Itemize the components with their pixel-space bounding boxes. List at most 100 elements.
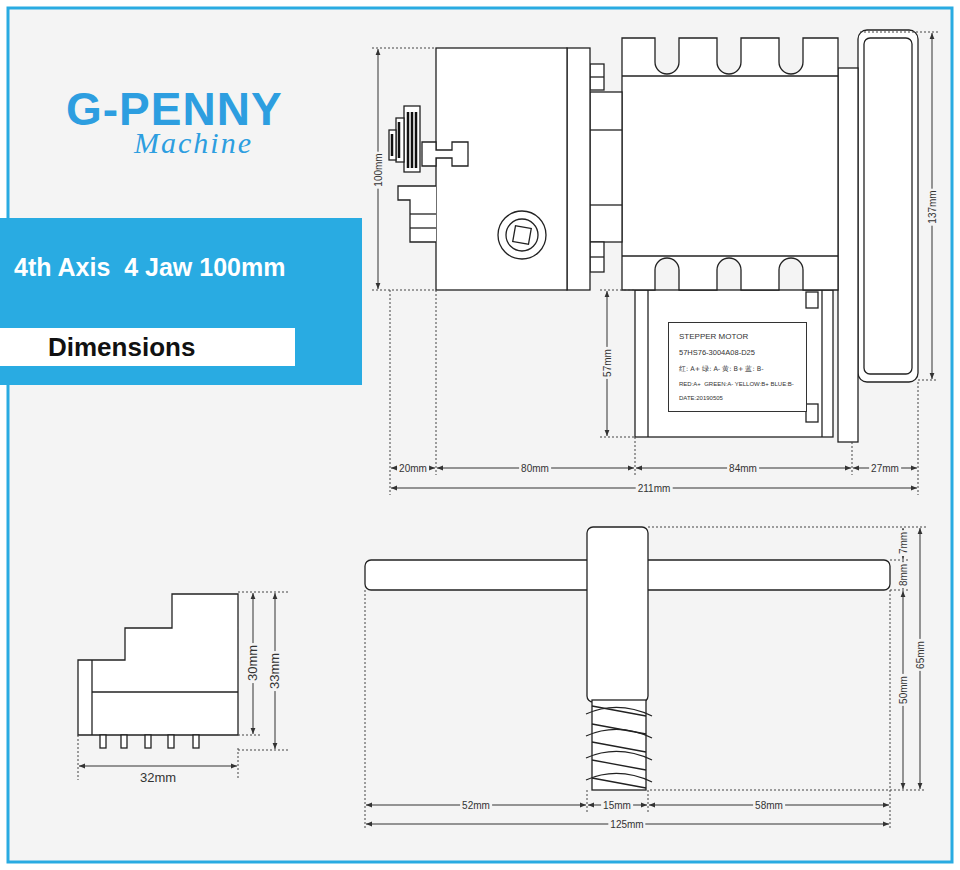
rotary-axis-drawing-part bbox=[513, 226, 532, 245]
extension-lines-part bbox=[890, 560, 910, 561]
rotary-axis-drawing-part bbox=[389, 130, 396, 160]
dimension-label: 100mm bbox=[373, 151, 384, 188]
jaw-grip-lines-part bbox=[411, 112, 414, 168]
rotary-axis-drawing-part bbox=[410, 213, 436, 214]
rotary-axis-drawing-part bbox=[590, 256, 604, 257]
extension-lines-part bbox=[890, 590, 910, 591]
extension-lines-part bbox=[372, 48, 436, 49]
extension-lines-part bbox=[852, 442, 853, 475]
motor-nameplate: STEPPER MOTOR57HS76-3004A08-D25红: A+ 绿: … bbox=[668, 322, 807, 412]
extension-lines-part bbox=[635, 437, 636, 475]
jaw-drawing-part bbox=[78, 594, 238, 735]
jaw-drawing-part bbox=[168, 735, 174, 748]
extension-lines-part bbox=[600, 437, 635, 438]
extension-lines-part bbox=[390, 290, 391, 495]
dimension-label: 27mm bbox=[869, 463, 901, 474]
dimension-label: 20mm bbox=[397, 463, 429, 474]
jaw-grip-lines-part bbox=[391, 134, 394, 156]
dimension-label: 58mm bbox=[753, 800, 785, 811]
rotary-axis-drawing-part bbox=[590, 92, 622, 242]
jaw-drawing-part bbox=[100, 735, 106, 748]
dimension-label: 52mm bbox=[460, 800, 492, 811]
extension-lines-part bbox=[238, 735, 260, 736]
rotary-axis-drawing-part bbox=[647, 290, 648, 437]
chuck-key-drawing-part bbox=[587, 527, 648, 702]
rotary-axis-drawing-part bbox=[436, 48, 567, 290]
logo-subtext: Machine bbox=[134, 126, 253, 159]
page-ground-part bbox=[8, 8, 952, 862]
dimension-label: 211mm bbox=[636, 483, 673, 494]
jaw-drawing bbox=[78, 594, 238, 748]
rotary-axis-drawing-part bbox=[396, 118, 404, 162]
extension-lines-part bbox=[436, 290, 437, 475]
dimension-label: 65mm bbox=[915, 639, 926, 671]
dimension-label: 30mm bbox=[246, 643, 260, 683]
dimension-label: 15mm bbox=[601, 800, 633, 811]
node-text: 57HS76-3004A08-D25 bbox=[679, 344, 798, 361]
rotary-axis-drawing-part bbox=[858, 30, 918, 382]
jaw-grip-lines-part bbox=[398, 122, 401, 158]
rotary-axis-drawing-part bbox=[622, 75, 838, 76]
jaw-grip-lines bbox=[392, 112, 416, 168]
rotary-axis-drawing-part bbox=[838, 68, 858, 442]
extension-lines-part bbox=[890, 590, 891, 830]
node-text: 红: A+ 绿: A- 黄: B+ 蓝: B- bbox=[679, 361, 798, 377]
extension-lines-part bbox=[587, 790, 588, 812]
rotary-axis-drawing-part bbox=[590, 204, 622, 205]
jaw-drawing-part bbox=[121, 735, 127, 748]
jaw-drawing-part bbox=[145, 735, 151, 748]
rotary-axis-drawing-part bbox=[590, 64, 604, 90]
rotary-axis-drawing-part bbox=[498, 211, 546, 259]
jaw-drawing-part bbox=[91, 660, 92, 735]
extension-lines-part bbox=[600, 290, 635, 291]
extension-lines-part bbox=[238, 748, 239, 780]
dimension-label: 50mm bbox=[898, 674, 909, 706]
rotary-axis-drawing-part bbox=[506, 219, 538, 251]
jaw-grip-lines-part bbox=[415, 112, 418, 168]
extension-lines-part bbox=[78, 735, 79, 780]
rotary-axis-drawing-part bbox=[590, 76, 604, 77]
extension-lines-part bbox=[918, 382, 919, 495]
jaw-grip-lines-part bbox=[407, 112, 410, 168]
rotary-axis-drawing-part bbox=[622, 255, 838, 256]
rotary-axis-drawing-part bbox=[821, 290, 822, 437]
node-text: DATE:20190505 bbox=[679, 391, 798, 405]
title-band: 4th Axis 4 Jaw 100mmDimensions bbox=[0, 218, 362, 385]
dimension-label: 125mm bbox=[608, 819, 645, 830]
jaw-drawing-part bbox=[92, 691, 238, 692]
chuck-key-drawing bbox=[365, 527, 890, 790]
extension-lines-part bbox=[860, 32, 938, 33]
dimension-lines-part bbox=[79, 766, 237, 767]
extension-lines-part bbox=[648, 527, 926, 528]
extension-lines-part bbox=[918, 380, 938, 381]
rotary-axis-drawing-part bbox=[806, 292, 818, 308]
node-text: STEPPER MOTOR bbox=[679, 329, 798, 344]
dimension-label: 57mm bbox=[602, 347, 613, 379]
dimension-label: 33mm bbox=[268, 651, 282, 691]
rotary-axis-drawing-part bbox=[590, 129, 622, 130]
extension-lines bbox=[78, 32, 938, 830]
rotary-axis-drawing-part bbox=[404, 106, 420, 172]
dimension-label: 84mm bbox=[727, 463, 759, 474]
rotary-axis-drawing-part bbox=[806, 404, 818, 422]
dimension-label: 8mm bbox=[898, 562, 909, 588]
node-text: Dimensions bbox=[48, 331, 285, 364]
rotary-axis-drawing-part bbox=[864, 38, 912, 374]
jaw-drawing-part bbox=[193, 735, 199, 748]
extension-lines-part bbox=[238, 592, 290, 593]
rotary-axis-drawing-part bbox=[590, 242, 604, 272]
rotary-axis-drawing-part bbox=[410, 227, 436, 228]
rotary-axis-drawing-part bbox=[398, 186, 436, 242]
extension-lines-part bbox=[238, 750, 290, 751]
extension-lines-part bbox=[372, 290, 436, 291]
chuck-key-drawing-part bbox=[586, 707, 652, 782]
rotary-axis-drawing-part bbox=[635, 290, 833, 437]
dimension-lines bbox=[79, 33, 932, 824]
node-text: RED:A+ GREEN:A- YELLOW:B+ BLUE:B- bbox=[679, 377, 798, 391]
rotary-axis-drawing-part bbox=[567, 48, 590, 290]
extension-lines-part bbox=[648, 790, 649, 812]
dimension-label: 137mm bbox=[927, 188, 938, 225]
rotary-axis-drawing-part bbox=[422, 142, 468, 166]
